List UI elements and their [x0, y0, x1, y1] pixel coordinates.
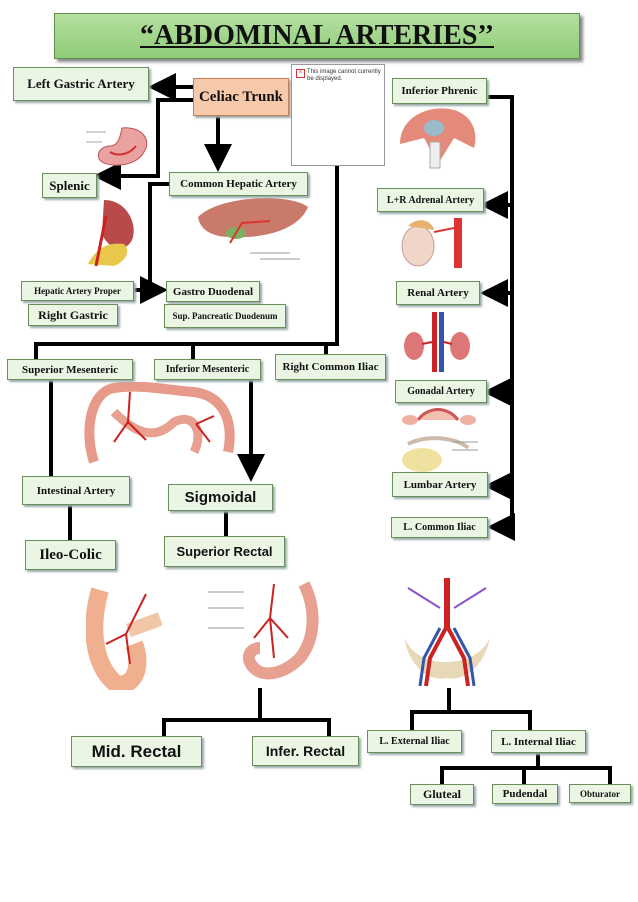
node-hepatic-proper: Hepatic Artery Proper: [21, 281, 134, 301]
node-gastro-duodenal: Gastro Duodenal: [166, 281, 260, 302]
label-right-common-iliac: Right Common Iliac: [282, 361, 379, 373]
label-celiac-trunk: Celiac Trunk: [198, 88, 284, 105]
label-hepatic-proper: Hepatic Artery Proper: [34, 286, 121, 296]
diagram-title: “ABDOMINAL ARTERIES’’: [54, 13, 580, 59]
label-ileo-colic: Ileo-Colic: [39, 546, 102, 563]
node-celiac-trunk: Celiac Trunk: [193, 78, 289, 116]
broken-image-placeholder: × This image cannot currently be display…: [291, 64, 385, 166]
label-gonadal: Gonadal Artery: [407, 386, 475, 397]
node-infer-rectal: Infer. Rectal: [252, 736, 359, 766]
node-gonadal: Gonadal Artery: [395, 380, 487, 403]
label-lumbar: Lumbar Artery: [403, 478, 477, 491]
broken-image-message: This image cannot currently be displayed…: [307, 69, 381, 82]
label-gastro-duodenal: Gastro Duodenal: [172, 285, 254, 298]
liver-illustration: [198, 198, 308, 260]
intestine-illustration: [84, 382, 235, 464]
edge-celiac-splenic: [93, 98, 193, 190]
node-right-gastric: Right Gastric: [28, 304, 118, 326]
label-l-common-iliac: L. Common Iliac: [403, 522, 476, 533]
label-sup-pancreatic: Sup. Pancreatic Duodenum: [172, 311, 278, 321]
label-gluteal: Gluteal: [423, 787, 461, 801]
label-adrenal: L+R Adrenal Artery: [386, 194, 475, 206]
edge-spine: [487, 95, 515, 541]
label-renal: Renal Artery: [407, 287, 469, 299]
rectal-illustration: [208, 581, 319, 680]
node-adrenal: L+R Adrenal Artery: [377, 188, 484, 212]
diaphragm-illustration: [400, 108, 476, 169]
label-superior-mesenteric: Superior Mesenteric: [21, 363, 119, 376]
label-infer-rectal: Infer. Rectal: [265, 743, 346, 759]
node-l-common-iliac: L. Common Iliac: [391, 517, 488, 538]
label-intestinal: Intestinal Artery: [36, 484, 116, 497]
node-obturator: Obturator: [569, 784, 631, 803]
label-common-hepatic: Common Hepatic Artery: [180, 178, 297, 190]
label-right-gastric: Right Gastric: [38, 307, 108, 322]
node-superior-rectal: Superior Rectal: [164, 536, 285, 567]
label-pudendal: Pudendal: [502, 788, 548, 800]
label-sigmoidal: Sigmoidal: [184, 489, 257, 506]
node-lumbar: Lumbar Artery: [392, 472, 488, 497]
node-sigmoidal: Sigmoidal: [168, 484, 273, 511]
node-common-hepatic: Common Hepatic Artery: [169, 172, 308, 196]
label-obturator: Obturator: [580, 788, 620, 799]
kidney-illustration: [404, 312, 470, 372]
label-inferior-phrenic: Inferior Phrenic: [401, 85, 478, 97]
node-intestinal: Intestinal Artery: [22, 476, 130, 505]
node-l-external-iliac: L. External Iliac: [367, 730, 462, 753]
node-renal: Renal Artery: [396, 281, 480, 305]
label-splenic: Splenic: [49, 177, 90, 193]
node-inferior-mesenteric: Inferior Mesenteric: [154, 359, 261, 380]
node-inferior-phrenic: Inferior Phrenic: [392, 78, 487, 104]
node-superior-mesenteric: Superior Mesenteric: [7, 359, 133, 380]
node-pudendal: Pudendal: [492, 784, 558, 804]
edge-hepatic-trunk: [148, 182, 170, 290]
node-sup-pancreatic: Sup. Pancreatic Duodenum: [164, 304, 286, 328]
label-l-external-iliac: L. External Iliac: [379, 736, 450, 747]
iliac-illustration: [404, 578, 490, 687]
broken-image-icon: ×: [296, 69, 305, 78]
node-splenic: Splenic: [42, 173, 97, 198]
node-left-gastric: Left Gastric Artery: [13, 67, 149, 101]
label-l-internal-iliac: L. Internal Iliac: [501, 735, 576, 748]
adrenal-illustration: [401, 218, 462, 268]
node-gluteal: Gluteal: [410, 784, 474, 805]
node-ileo-colic: Ileo-Colic: [25, 540, 116, 570]
node-l-internal-iliac: L. Internal Iliac: [491, 730, 586, 753]
ileocolic-illustration: [86, 587, 162, 690]
node-right-common-iliac: Right Common Iliac: [275, 354, 386, 380]
label-mid-rectal: Mid. Rectal: [91, 741, 182, 761]
label-left-gastric: Left Gastric Artery: [27, 76, 135, 91]
node-mid-rectal: Mid. Rectal: [71, 736, 202, 767]
stomach-illustration: [86, 127, 148, 166]
ovary-illustration: [402, 408, 476, 425]
edge-aorta-mesenteric: [34, 166, 339, 359]
pelvis-illustration: [402, 436, 478, 472]
label-superior-rectal: Superior Rectal: [176, 544, 273, 559]
title-text: “ABDOMINAL ARTERIES’’: [140, 20, 494, 51]
label-inferior-mesenteric: Inferior Mesenteric: [165, 364, 250, 375]
spleen-illustration: [88, 200, 134, 267]
